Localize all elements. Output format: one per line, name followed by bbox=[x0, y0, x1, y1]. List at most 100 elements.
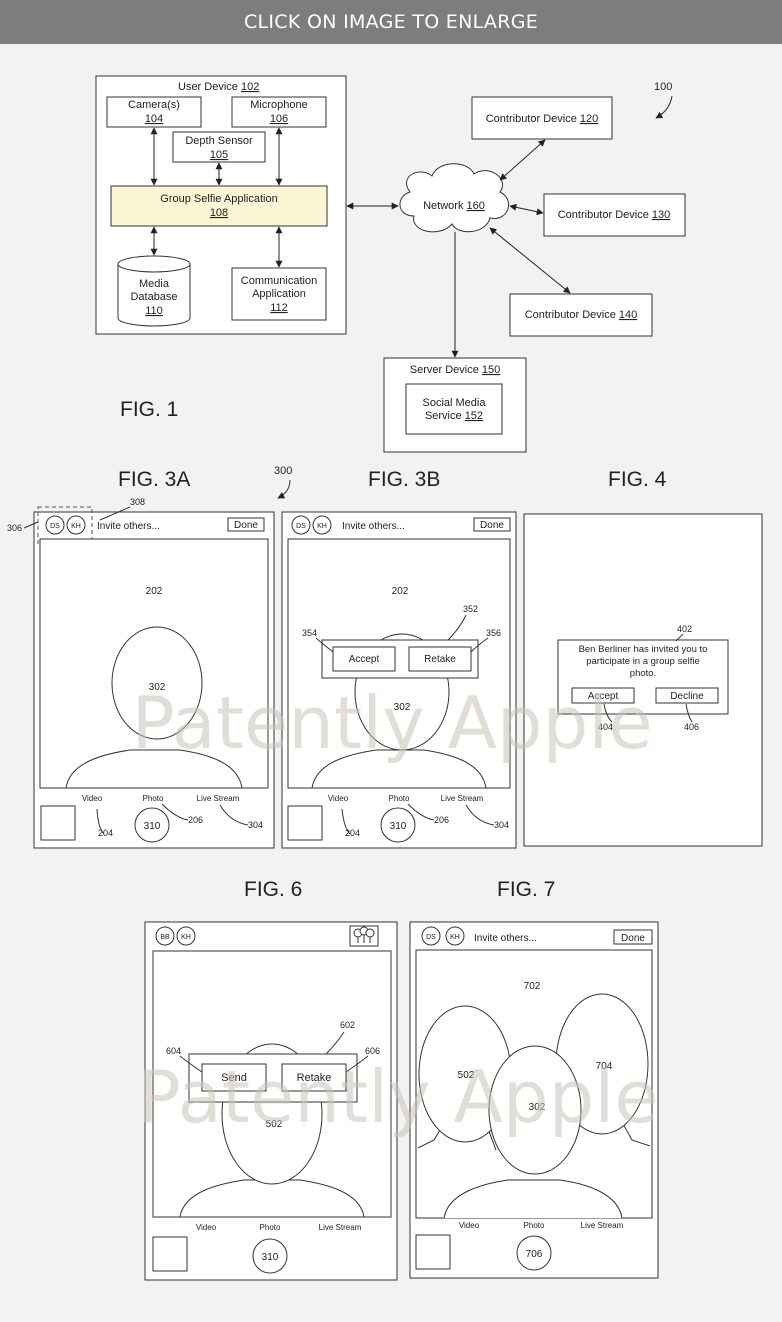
fig3a-view-ref: 202 bbox=[146, 586, 163, 597]
server-device-label: Server Device 150 bbox=[410, 364, 501, 376]
fig3a-mode-live-stream[interactable]: Live Stream bbox=[197, 794, 240, 803]
fig3b-accept-label: Accept bbox=[349, 654, 380, 665]
fig4-ref-402: 402 bbox=[677, 624, 692, 634]
fig6-mode-live-stream[interactable]: Live Stream bbox=[319, 1223, 362, 1232]
fig3b-ref-356: 356 bbox=[486, 628, 501, 638]
camera-label: Camera(s) bbox=[128, 99, 180, 111]
user-device-label: User Device 102 bbox=[178, 81, 259, 93]
fig3a-mode-video[interactable]: Video bbox=[82, 794, 103, 803]
fig3b-mode-video[interactable]: Video bbox=[328, 794, 349, 803]
fig6-ref-606: 606 bbox=[365, 1046, 380, 1056]
fig3a-shoulders bbox=[65, 749, 243, 789]
fig3a-ref-304: 304 bbox=[248, 820, 263, 830]
microphone-label: Microphone bbox=[250, 99, 307, 111]
fig3b-mode-photo[interactable]: Photo bbox=[389, 794, 410, 803]
group-selfie-icon[interactable] bbox=[349, 925, 379, 947]
fig6-avatar-kh-text: KH bbox=[181, 934, 191, 941]
fig3b-mode-live-stream[interactable]: Live Stream bbox=[441, 794, 484, 803]
fig3b-invite-others[interactable]: Invite others... bbox=[342, 521, 405, 532]
enlarge-banner[interactable]: CLICK ON IMAGE TO ENLARGE bbox=[0, 0, 782, 44]
fig4-ref-406-line bbox=[685, 703, 693, 723]
fig3a-shutter-button[interactable] bbox=[134, 807, 170, 843]
fig7-avatar-kh[interactable] bbox=[445, 926, 465, 946]
fig3a-avatar-ds[interactable] bbox=[45, 515, 65, 535]
fig3b-ref-204: 204 bbox=[345, 828, 360, 838]
comm-app-line2: Application bbox=[252, 288, 306, 300]
contributor-120-label: Contributor Device 120 bbox=[486, 113, 599, 125]
media-database-cylinder bbox=[117, 255, 191, 327]
fig4-ref-404: 404 bbox=[598, 722, 613, 732]
fig7-invite-others[interactable]: Invite others... bbox=[474, 933, 537, 944]
fig3a-mode-photo[interactable]: Photo bbox=[143, 794, 164, 803]
fig4-accept-label: Accept bbox=[588, 691, 619, 702]
fig3b-face-ref: 302 bbox=[394, 702, 411, 713]
fig3a-done-button[interactable] bbox=[227, 517, 265, 532]
media-db-line2: Database bbox=[130, 291, 177, 303]
fig3b-avatar-ds-text: DS bbox=[296, 523, 306, 530]
fig3a-avatar-kh[interactable] bbox=[66, 515, 86, 535]
fig6-send-button[interactable] bbox=[201, 1063, 267, 1092]
fig1-diagram: User Device 102 Camera(s) 104 Microphone… bbox=[95, 75, 686, 453]
fig3b-avatar-kh-text: KH bbox=[317, 523, 327, 530]
fig3b-shutter-button[interactable] bbox=[380, 807, 416, 843]
fig3b-done-label: Done bbox=[480, 520, 504, 531]
fig7-shutter-ref: 706 bbox=[526, 1249, 543, 1260]
fig6-label: FIG. 6 bbox=[244, 878, 302, 901]
fig3b-ref-354-line bbox=[315, 637, 334, 653]
fig6-retake-button[interactable] bbox=[281, 1063, 347, 1092]
fig7-avatar-ds[interactable] bbox=[421, 926, 441, 946]
fig6-avatar-kh[interactable] bbox=[176, 926, 196, 946]
fig3b-ref-356-line bbox=[470, 637, 489, 653]
comm-app-line1: Communication bbox=[241, 275, 317, 287]
fig3b-gallery-thumb[interactable] bbox=[287, 805, 323, 841]
fig3b-avatar-kh[interactable] bbox=[312, 515, 332, 535]
fig3b-retake-button[interactable] bbox=[408, 646, 472, 672]
fig3a-avatar-kh-text: KH bbox=[71, 523, 81, 530]
fig3b-ref-206-line bbox=[407, 803, 435, 821]
fig6-ref-604-line bbox=[179, 1055, 203, 1073]
fig6-ref-604: 604 bbox=[166, 1046, 181, 1056]
fig3a-done-label: Done bbox=[234, 520, 258, 531]
fig3b-view-ref: 202 bbox=[392, 586, 409, 597]
fig6-gallery-thumb[interactable] bbox=[152, 1236, 188, 1272]
fig4-ref-404-line bbox=[603, 703, 613, 723]
fig6-mode-photo[interactable]: Photo bbox=[260, 1223, 281, 1232]
fig3b-shutter-ref: 310 bbox=[390, 821, 407, 832]
comm-app-num: 112 bbox=[270, 302, 288, 314]
fig7-mode-video[interactable]: Video bbox=[459, 1221, 480, 1230]
ref-300-arrow bbox=[277, 479, 291, 499]
fig4-decline-button[interactable] bbox=[655, 687, 719, 704]
fig4-ref-406: 406 bbox=[684, 722, 699, 732]
fig3b-done-button[interactable] bbox=[473, 517, 511, 532]
microphone-box bbox=[231, 96, 327, 128]
fig6-send-label: Send bbox=[221, 1072, 247, 1084]
fig3a-invite-others[interactable]: Invite others... bbox=[97, 521, 160, 532]
fig3a-ref-300: 300 bbox=[274, 465, 292, 477]
fig7-mode-photo[interactable]: Photo bbox=[524, 1221, 545, 1230]
fig6-face-ref: 502 bbox=[266, 1119, 283, 1130]
fig6-mode-video[interactable]: Video bbox=[196, 1223, 217, 1232]
fig3a-ref-204-line bbox=[96, 808, 105, 835]
fig3b-ref-352: 352 bbox=[463, 604, 478, 614]
fig6-shutter-button[interactable] bbox=[252, 1238, 288, 1274]
fig7-mode-live-stream[interactable]: Live Stream bbox=[581, 1221, 624, 1230]
fig4-accept-button[interactable] bbox=[571, 687, 635, 704]
fig3a-screen: FIG. 3A 300 DS KH Invite others... Done … bbox=[7, 465, 292, 849]
fig3a-gallery-thumb[interactable] bbox=[40, 805, 76, 841]
fig3b-avatar-ds[interactable] bbox=[291, 515, 311, 535]
fig3b-accept-button[interactable] bbox=[332, 646, 396, 672]
fig4-msg-line1: Ben Berliner has invited you to bbox=[579, 644, 708, 655]
fig6-avatar-bb[interactable] bbox=[155, 926, 175, 946]
fig7-center-shoulders bbox=[443, 1179, 623, 1219]
fig7-shutter-button[interactable] bbox=[516, 1235, 552, 1271]
fig3b-ref-304-line bbox=[465, 804, 495, 826]
arrow-network-120 bbox=[499, 139, 546, 181]
fig7-done-button[interactable] bbox=[613, 929, 653, 945]
callout-308-line bbox=[99, 506, 131, 521]
fig1-ref-100: 100 bbox=[654, 81, 672, 93]
fig3b-screen: FIG. 3B DS KH Invite others... Done 202 … bbox=[281, 468, 517, 849]
camera-box bbox=[106, 96, 202, 128]
fig7-gallery-thumb[interactable] bbox=[415, 1234, 451, 1270]
fig6-avatar-bb-text: BB bbox=[160, 934, 170, 941]
